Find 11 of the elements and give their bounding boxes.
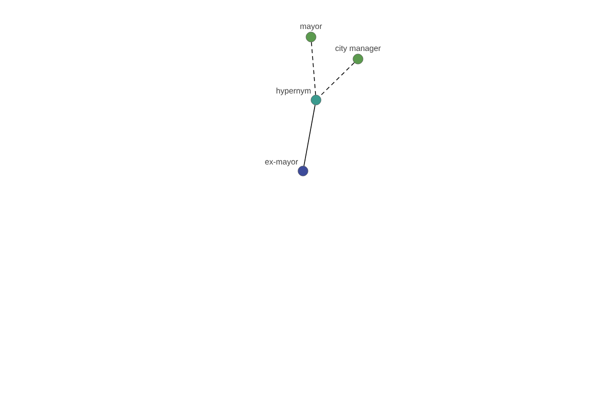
graph-node: hypernym [276, 88, 322, 106]
graph-node: city manager [335, 45, 381, 64]
node-label: hypernym [276, 88, 311, 96]
node-label: ex-mayor [265, 160, 298, 166]
connector [319, 62, 355, 97]
connector [304, 104, 316, 166]
node-label: mayor [300, 24, 322, 31]
connector [311, 42, 316, 96]
graph-node: ex-mayor [265, 160, 308, 176]
graph-node: mayor [300, 24, 322, 42]
node-label: city manager [335, 45, 381, 53]
